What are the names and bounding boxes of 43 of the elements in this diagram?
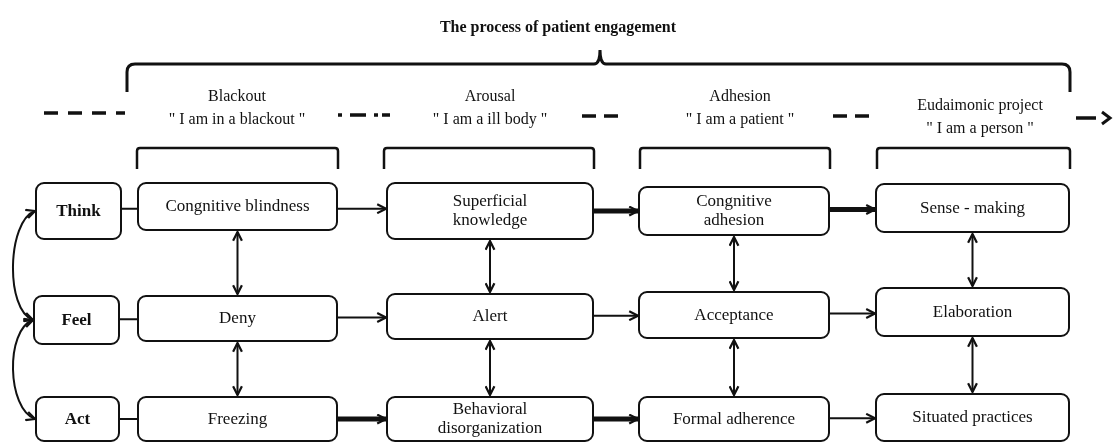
process-box: Deny [137, 295, 338, 342]
arrow [337, 312, 388, 323]
process-box: Sense - making [875, 183, 1070, 233]
row-label-box: Feel [33, 295, 120, 345]
arrow [594, 413, 640, 425]
arrow [337, 203, 388, 215]
diagram-title: The process of patient engagement [438, 18, 678, 36]
process-box: Situated practices [875, 393, 1070, 442]
arrow [967, 336, 978, 394]
stage-quote: " I am a person " [926, 120, 1034, 136]
arrow [338, 413, 388, 425]
process-box: Superficial knowledge [386, 182, 594, 240]
arrow [829, 308, 877, 319]
row-label-box: Act [35, 396, 120, 442]
row-label-box: Think [35, 182, 122, 240]
arrow [594, 205, 640, 217]
stage-name: Adhesion [709, 88, 771, 104]
stage-name: Blackout [208, 88, 266, 104]
process-box: Congnitive blindness [137, 182, 338, 231]
arrow [728, 338, 740, 397]
arrow [12, 318, 37, 421]
stage-quote: " I am a ill body " [432, 111, 548, 127]
arrow [484, 239, 496, 294]
arrow [484, 339, 496, 397]
stage-quote: " I am in a blackout " [168, 111, 306, 127]
stage-quote: " I am a patient " [685, 111, 795, 127]
process-box: Formal adherence [638, 396, 830, 442]
arrow [232, 230, 243, 296]
process-box: Acceptance [638, 291, 830, 339]
stage-name: Eudaimonic project [917, 97, 1043, 113]
process-box: Congnitive adhesion [638, 186, 830, 236]
arrow [232, 341, 243, 397]
arrow [593, 310, 640, 322]
arrow [829, 412, 877, 424]
process-box: Freezing [137, 396, 338, 442]
stage-name: Arousal [464, 88, 516, 104]
arrow [967, 232, 978, 288]
process-box: Behavioral disorganization [386, 396, 594, 442]
arrow [728, 235, 740, 292]
arrow [12, 209, 37, 322]
process-box: Alert [386, 293, 594, 340]
process-box: Elaboration [875, 287, 1070, 337]
arrow [830, 204, 877, 215]
